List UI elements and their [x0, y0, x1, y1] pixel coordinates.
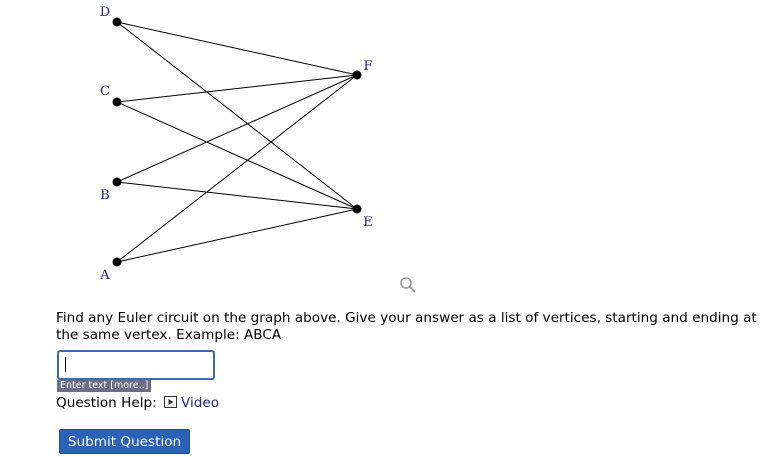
edge-B-F [116, 74, 358, 183]
vertex-label-D: D [100, 5, 110, 20]
enter-text-more-link[interactable]: Enter text [more..] [57, 380, 152, 392]
vertex-D [112, 17, 122, 27]
vertex-F [352, 70, 362, 80]
vertex-label-F: F [363, 59, 372, 74]
edge-C-E [116, 101, 358, 210]
edge-D-E [116, 21, 358, 210]
edge-C-F [116, 74, 358, 103]
edge-A-E [116, 208, 358, 263]
question-text: Find any Euler circuit on the graph abov… [56, 310, 757, 343]
question-help-label: Question Help: [56, 395, 157, 411]
graph-vertices [112, 17, 362, 267]
video-label: Video [181, 395, 220, 411]
graph-vertex-labels: D C B A F E [99, 5, 372, 283]
edge-D-F [116, 21, 358, 76]
vertex-label-A: A [99, 268, 110, 283]
answer-input[interactable] [57, 350, 215, 380]
edge-A-F [116, 74, 358, 263]
play-icon [164, 396, 177, 408]
vertex-E [352, 204, 362, 214]
submit-question-button[interactable]: Submit Question [59, 429, 190, 454]
vertex-B [112, 177, 122, 187]
vertex-label-B: B [100, 188, 110, 203]
vertex-C [112, 97, 122, 107]
vertex-label-C: C [100, 84, 110, 99]
magnifier-icon[interactable] [399, 276, 417, 294]
vertex-label-E: E [363, 215, 373, 230]
text-cursor [65, 357, 66, 372]
graph-edges [116, 21, 358, 263]
edge-B-E [116, 181, 358, 210]
video-help-link[interactable]: Video [164, 395, 219, 412]
vertex-A [112, 257, 122, 267]
euler-graph: D C B A F E [99, 5, 372, 283]
